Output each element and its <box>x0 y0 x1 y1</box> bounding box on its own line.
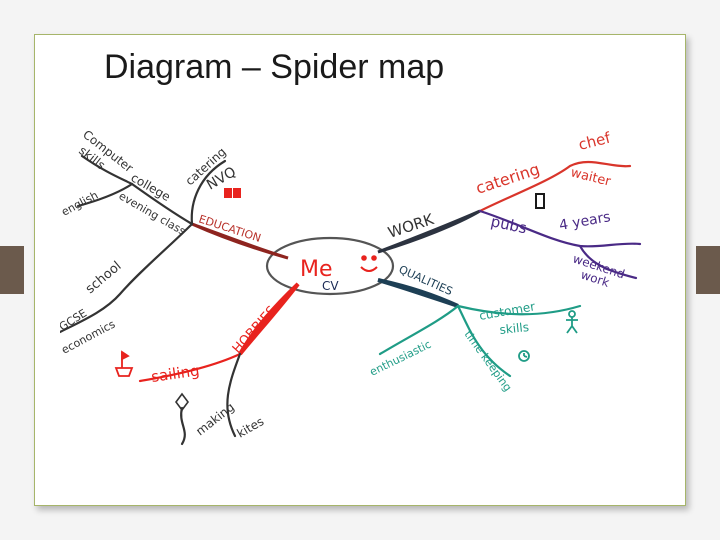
hobbies-label: HOBBIES <box>230 303 280 356</box>
center-label-cv: CV <box>322 279 339 293</box>
edu-gcse-text: GCSE <box>60 307 89 334</box>
spider-map: Me CV EDUCATION Computer skills english … <box>60 127 642 446</box>
hobbies-sub-lines <box>138 352 242 446</box>
edu-english-text: english <box>60 189 100 219</box>
hobbies-making-text: making <box>193 400 237 438</box>
hobbies-sailing-text: sailing <box>150 361 201 386</box>
work-catering-text: catering <box>473 159 542 197</box>
qualities-enthusiastic-text: enthusiastic <box>368 338 434 379</box>
sailboat-icon <box>114 350 134 377</box>
center-label-me: Me <box>300 257 333 282</box>
work-chef-text: chef <box>577 128 613 153</box>
kite-icon <box>175 392 189 412</box>
work-pubs-text: pubs <box>489 212 528 237</box>
right-edge-tab <box>696 246 720 294</box>
edu-school-text: school <box>83 259 125 297</box>
education-sub-lines <box>60 154 227 334</box>
pint-glass-icon <box>535 193 545 209</box>
work-label: WORK <box>386 210 437 242</box>
smiley-icon <box>360 255 378 272</box>
center-node <box>265 236 395 296</box>
hobbies-kites-text: kites <box>235 414 267 440</box>
left-edge-tab <box>0 246 24 294</box>
qualities-timekeeping-text: time keeping <box>462 328 515 394</box>
work-sub-lines <box>478 160 642 280</box>
qualities-sub-lines <box>378 304 582 378</box>
qualities-skills-text: skills <box>499 320 530 337</box>
book-icon <box>224 188 241 198</box>
slide-title: Diagram – Spider map <box>104 48 445 86</box>
work-years-text: 4 years <box>558 209 612 234</box>
person-icon <box>566 310 578 334</box>
work-waiter-text: waiter <box>569 165 613 190</box>
clock-icon <box>518 350 530 362</box>
